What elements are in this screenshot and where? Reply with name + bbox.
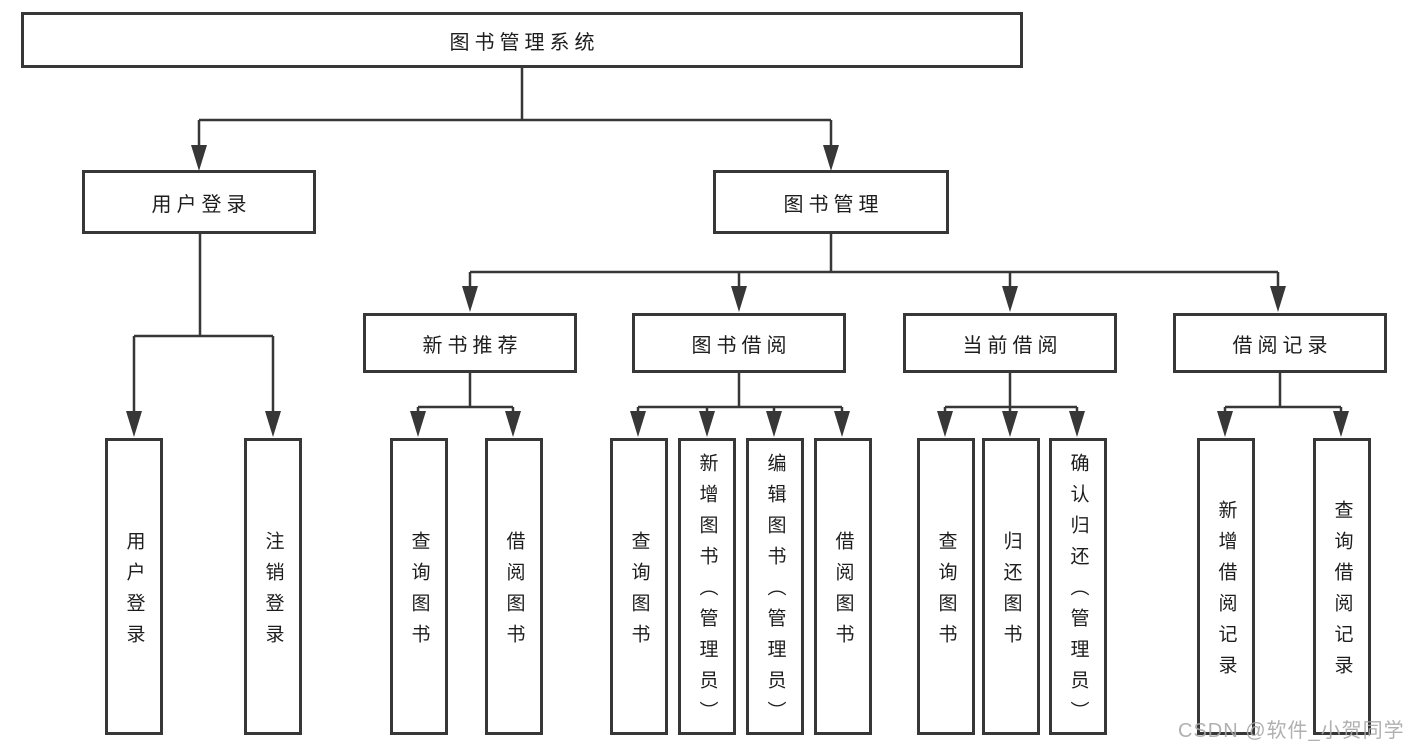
node-label: 借阅记录 [1232,334,1333,357]
csdn-watermark: CSDN @软件_小贺同学 [1178,720,1405,742]
node-label: 用户登录 [151,193,252,216]
node-new-book-recommend: 新书推荐 [363,313,577,373]
node-library-system: 图书管理系统 [21,12,1023,68]
leaf-add-borrow-record: 新增借阅记录 [1197,438,1255,735]
node-book-management: 图书管理 [713,170,949,234]
leaf-edit-books-admin: 编辑图书（管理员） [746,438,804,735]
leaf-user-login: 用户登录 [105,438,163,735]
leaf-label: 查询借阅记录 [1331,499,1353,686]
leaf-label: 查询图书 [628,530,650,655]
leaf-label: 用户登录 [123,530,145,655]
node-label: 当前借阅 [962,334,1063,357]
node-user-login: 用户登录 [82,170,316,234]
leaf-label: 新增借阅记录 [1215,499,1237,686]
node-borrow-records: 借阅记录 [1173,313,1387,373]
leaf-return-books: 归还图书 [982,438,1040,735]
leaf-label: 借阅图书 [503,530,525,655]
leaf-label: 注销登录 [262,530,284,655]
leaf-query-books-recommend: 查询图书 [390,438,448,735]
leaf-label: 编辑图书（管理员） [764,453,786,732]
node-label: 新书推荐 [422,334,523,357]
leaf-label: 确认归还（管理员） [1067,453,1089,732]
leaf-add-books-admin: 新增图书（管理员） [678,438,736,735]
leaf-logout-login: 注销登录 [244,438,302,735]
leaf-label: 新增图书（管理员） [696,453,718,732]
leaf-query-books-borrowing: 查询图书 [610,438,668,735]
leaf-query-books-current: 查询图书 [917,438,975,735]
node-label: 图书管理 [783,193,884,216]
leaf-label: 查询图书 [408,530,430,655]
leaf-label: 查询图书 [935,530,957,655]
node-book-borrowing: 图书借阅 [632,313,846,373]
leaf-borrow-books-recommend: 借阅图书 [485,438,543,735]
node-label: 图书借阅 [691,334,792,357]
leaf-borrow-books-borrowing: 借阅图书 [814,438,872,735]
leaf-label: 借阅图书 [832,530,854,655]
leaf-label: 归还图书 [1000,530,1022,655]
leaf-query-borrow-record: 查询借阅记录 [1313,438,1371,735]
node-label: 图书管理系统 [449,31,600,54]
node-current-borrowing: 当前借阅 [903,313,1117,373]
leaf-confirm-return-admin: 确认归还（管理员） [1049,438,1107,735]
